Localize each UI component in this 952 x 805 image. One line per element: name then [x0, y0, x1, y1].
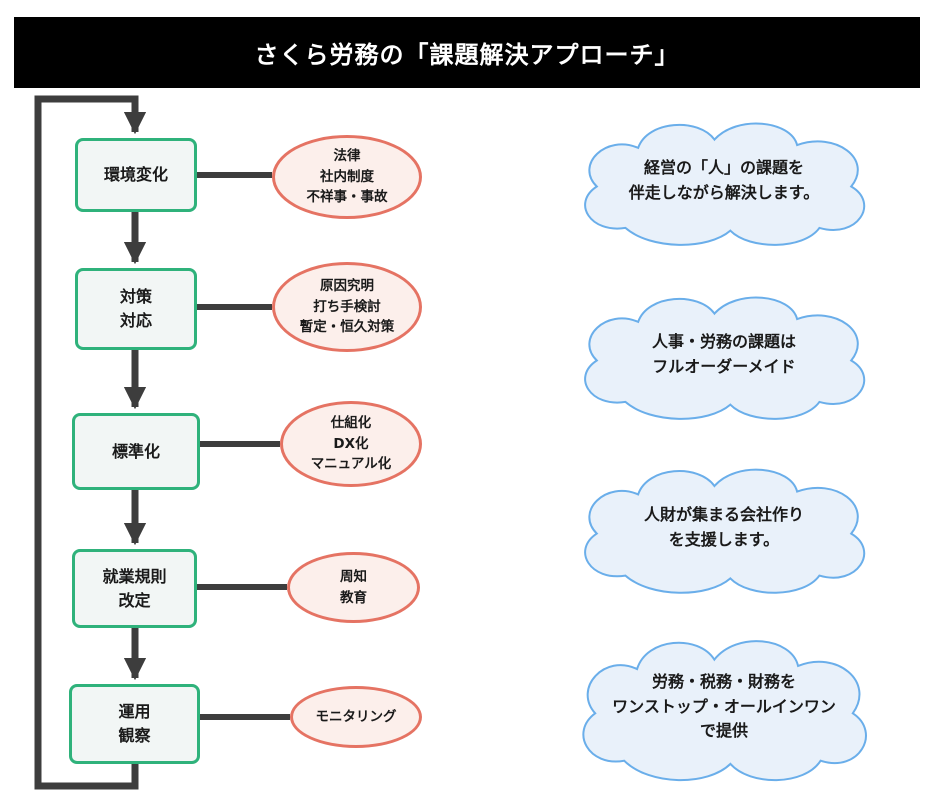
message-cloud-3: 人財が集まる会社作り を支援します。 — [565, 458, 883, 598]
cloud-text: 人事・労務の課題は フルオーダーメイド — [651, 332, 796, 376]
message-cloud-4: 労務・税務・財務を ワンストップ・オールインワン で提供 — [563, 628, 885, 786]
cloud-text: 人財が集まる会社作り を支援します。 — [643, 505, 804, 549]
message-cloud-1: 経営の「人」の課題を 伴走しながら解決します。 — [565, 112, 883, 250]
page-title: さくら労務の「課題解決アプローチ」 — [14, 17, 920, 88]
detail-ellipse-3: 仕組化 DX化 マニュアル化 — [280, 401, 422, 487]
feedback-loop-line — [34, 95, 147, 790]
cloud-text: 労務・税務・財務を ワンストップ・オールインワン で提供 — [612, 671, 836, 741]
process-step-work-rules-revision: 就業規則 改定 — [72, 549, 197, 628]
cloud-text: 経営の「人」の課題を 伴走しながら解決します。 — [628, 158, 820, 202]
message-cloud-2: 人事・労務の課題は フルオーダーメイド — [565, 286, 883, 424]
process-step-standardization: 標準化 — [72, 413, 200, 490]
process-step-environment-change: 環境変化 — [75, 138, 197, 212]
detail-ellipse-2: 原因究明 打ち手検討 暫定・恒久対策 — [272, 262, 422, 352]
process-step-countermeasures: 対策 対応 — [75, 268, 197, 350]
process-step-operation-observation: 運用 観察 — [69, 684, 200, 764]
detail-ellipse-1: 法律 社内制度 不祥事・事故 — [272, 135, 422, 219]
detail-ellipse-5: モニタリング — [290, 686, 422, 748]
detail-ellipse-4: 周知 教育 — [287, 552, 420, 623]
